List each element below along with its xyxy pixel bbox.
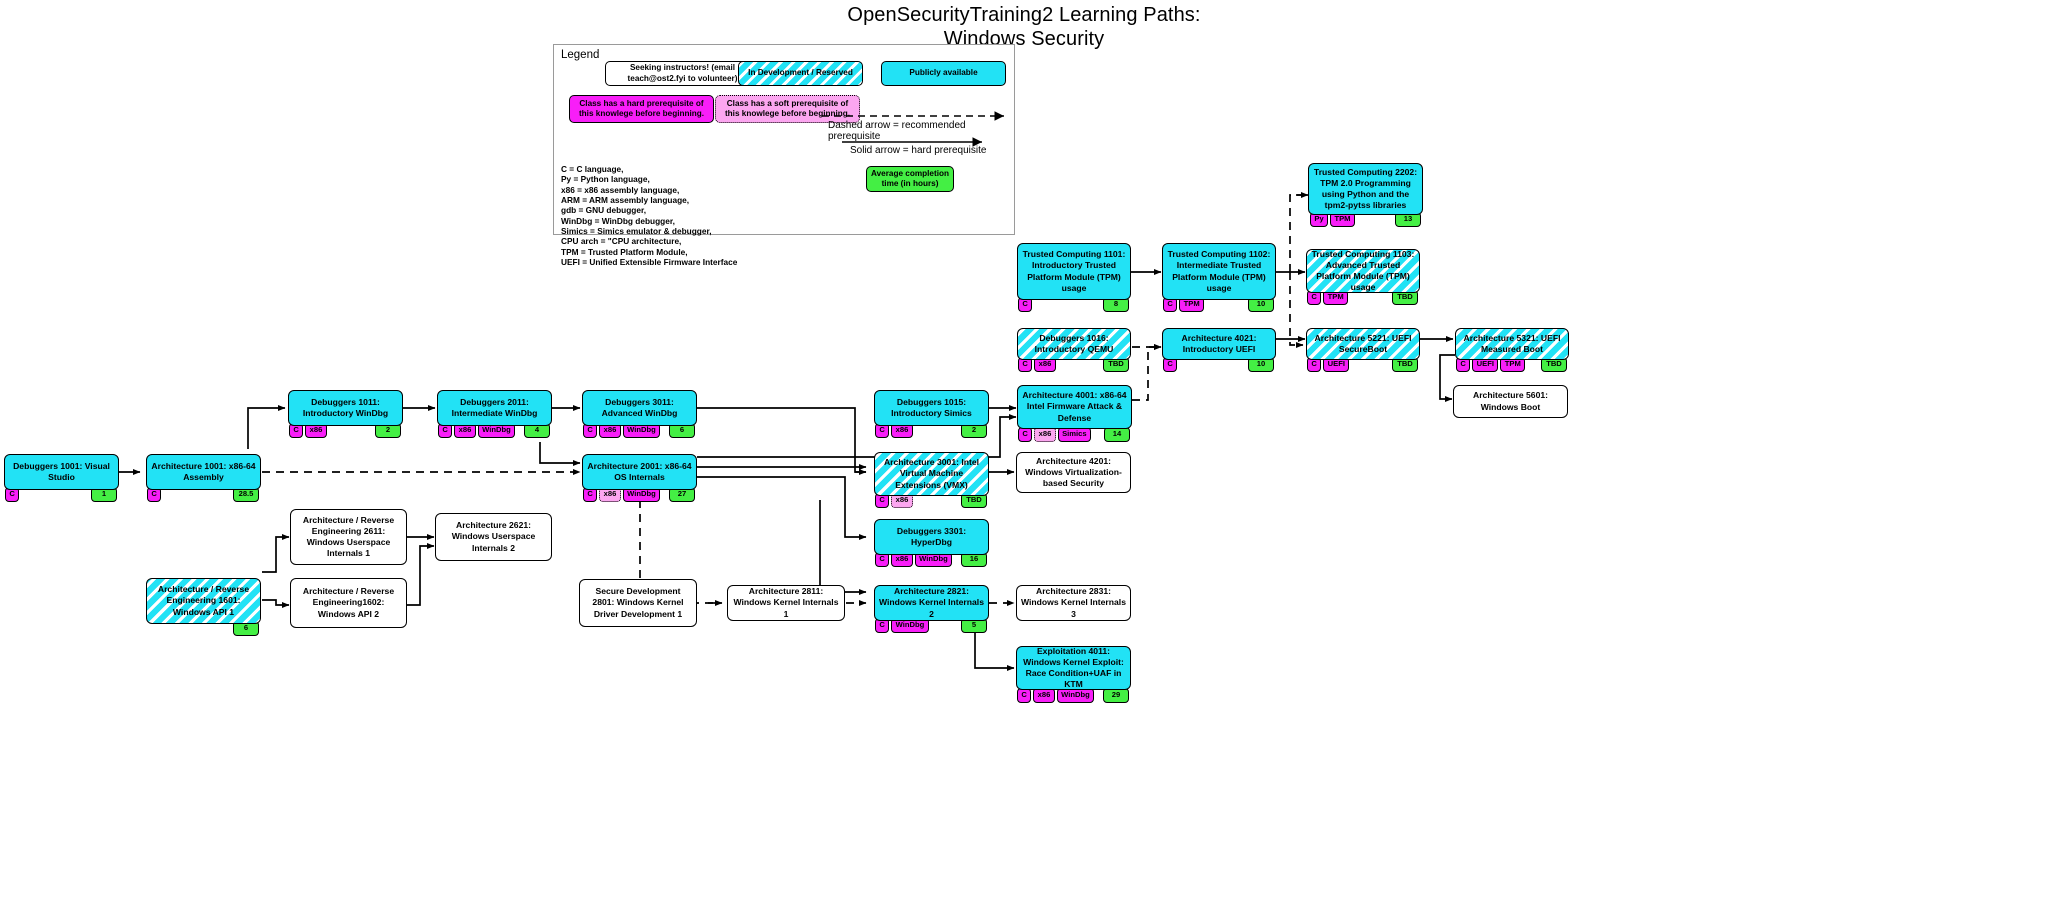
- node-architecture-5321[interactable]: Architecture 5321: UEFI Measured Boot: [1455, 328, 1569, 360]
- node-debuggers-3301[interactable]: Debuggers 3301: HyperDbg: [874, 519, 989, 555]
- tags-trusted-computing-1102: C TPM 10: [1163, 297, 1274, 312]
- node-trusted-computing-1102[interactable]: Trusted Computing 1102: Intermediate Tru…: [1162, 243, 1276, 300]
- tags-are-1601: 6: [147, 621, 259, 636]
- tag-tpm: TPM: [1500, 357, 1526, 372]
- tag-c: C: [875, 493, 890, 508]
- tags-trusted-computing-1101: C 8: [1018, 297, 1129, 312]
- node-architecture-5601[interactable]: Architecture 5601: Windows Boot: [1453, 385, 1568, 418]
- node-architecture-4001[interactable]: Architecture 4001: x86-64 Intel Firmware…: [1017, 385, 1132, 429]
- tags-architecture-4021: C 10: [1163, 357, 1274, 372]
- legend-solid-arrow-label: Solid arrow = hard prerequisite: [850, 145, 987, 156]
- hours-badge: 6: [233, 621, 259, 636]
- node-exploitation-4011[interactable]: Exploitation 4011: Windows Kernel Exploi…: [1016, 646, 1131, 690]
- node-architecture-5221[interactable]: Architecture 5221: UEFI SecureBoot: [1306, 328, 1420, 360]
- tags-trusted-computing-1103: C TPM TBD: [1307, 290, 1418, 305]
- node-are-2611[interactable]: Architecture / Reverse Engineering 2611:…: [290, 509, 407, 565]
- legend-heading: Legend: [561, 49, 600, 61]
- node-architecture-2001[interactable]: Architecture 2001: x86-64 OS Internals: [582, 454, 697, 490]
- hours-badge: TBD: [1541, 357, 1567, 372]
- legend-average-completion-time: Average completion time (in hours): [866, 166, 954, 192]
- tag-py: Py: [1310, 212, 1329, 227]
- node-are-1601[interactable]: Architecture / Reverse Engineering 1601:…: [146, 578, 261, 624]
- node-architecture-2621[interactable]: Architecture 2621: Windows Userspace Int…: [435, 513, 552, 561]
- tag-uefi: UEFI: [1323, 357, 1350, 372]
- legend-soft-prerequisite: Class has a soft prerequisite of this kn…: [715, 95, 860, 123]
- node-trusted-computing-2202[interactable]: Trusted Computing 2202: TPM 2.0 Programm…: [1308, 163, 1423, 215]
- tags-architecture-3001: C x86 TBD: [875, 493, 987, 508]
- hours-badge: 28.5: [233, 487, 259, 502]
- node-trusted-computing-1103[interactable]: Trusted Computing 1103: Advanced Trusted…: [1306, 249, 1420, 293]
- tags-exploitation-4011: C x86 WinDbg 29: [1017, 688, 1129, 703]
- node-secure-development-2801[interactable]: Secure Development 2801: Windows Kernel …: [579, 579, 697, 627]
- tag-tpm: TPM: [1323, 290, 1349, 305]
- legend-in-development: In Development / Reserved: [738, 61, 863, 86]
- tags-debuggers-1011: C x86 2: [289, 423, 401, 438]
- tag-uefi: UEFI: [1472, 357, 1499, 372]
- tags-debuggers-1016: C x86 TBD: [1018, 357, 1129, 372]
- tag-x86: x86: [891, 493, 913, 508]
- node-architecture-4201[interactable]: Architecture 4201: Windows Virtualizatio…: [1016, 452, 1131, 493]
- tags-architecture-5321: C UEFI TPM TBD: [1456, 357, 1567, 372]
- node-debuggers-1011[interactable]: Debuggers 1011: Introductory WinDbg: [288, 390, 403, 426]
- tag-simics: Simics: [1057, 427, 1091, 442]
- tag-c: C: [1018, 427, 1033, 442]
- tags-architecture-4001: C x86 Simics 14: [1018, 427, 1130, 442]
- node-debuggers-1015[interactable]: Debuggers 1015: Introductory Simics: [874, 390, 989, 426]
- node-debuggers-1001[interactable]: Debuggers 1001: Visual Studio: [4, 454, 119, 490]
- hours-badge: TBD: [961, 493, 987, 508]
- tag-x86: x86: [599, 487, 621, 502]
- tag-c: C: [1307, 357, 1322, 372]
- legend-arrow-key: [822, 111, 1004, 147]
- title-line-2: Windows Security: [943, 28, 1105, 50]
- node-architecture-2821[interactable]: Architecture 2821: Windows Kernel Intern…: [874, 585, 989, 621]
- tags-architecture-2001: C x86 WinDbg 27: [583, 487, 695, 502]
- node-architecture-3001[interactable]: Architecture 3001: Intel Virtual Machine…: [874, 452, 989, 496]
- hours-badge: TBD: [1392, 357, 1418, 372]
- page-title: OpenSecurityTraining2 Learning Paths: Wi…: [0, 3, 2048, 51]
- legend-publicly-available: Publicly available: [881, 61, 1006, 86]
- tags-debuggers-2011: C x86 WinDbg 4: [438, 423, 550, 438]
- legend-dashed-arrow-label: Dashed arrow = recommended prerequisite: [828, 120, 966, 142]
- legend-seeking-instructors: Seeking instructors! (email teach@ost2.f…: [605, 61, 760, 86]
- legend-abbreviations: C = C language, Py = Python language, x8…: [561, 164, 738, 268]
- legend-hard-prerequisite: Class has a hard prerequisite of this kn…: [569, 95, 714, 123]
- tag-x86: x86: [1034, 357, 1056, 372]
- node-architecture-4021[interactable]: Architecture 4021: Introductory UEFI: [1162, 328, 1276, 360]
- node-debuggers-1016[interactable]: Debuggers 1016: Introductory QEMU: [1017, 328, 1131, 360]
- node-debuggers-3011[interactable]: Debuggers 3011: Advanced WinDbg: [582, 390, 697, 426]
- tag-c: C: [1456, 357, 1471, 372]
- tag-c: C: [1163, 297, 1178, 312]
- node-are-1602[interactable]: Architecture / Reverse Engineering1602: …: [290, 578, 407, 628]
- tags-trusted-computing-2202: Py TPM 13: [1310, 212, 1421, 227]
- legend-panel: Legend Seeking instructors! (email teach…: [553, 44, 1015, 267]
- tag-x86: x86: [1034, 427, 1056, 442]
- title-line-1: OpenSecurityTraining2 Learning Paths:: [847, 4, 1201, 26]
- hours-badge: 14: [1104, 427, 1130, 442]
- node-architecture-2811[interactable]: Architecture 2811: Windows Kernel Intern…: [727, 585, 845, 621]
- node-trusted-computing-1101[interactable]: Trusted Computing 1101: Introductory Tru…: [1017, 243, 1131, 300]
- tag-c: C: [1018, 357, 1033, 372]
- node-debuggers-2011[interactable]: Debuggers 2011: Intermediate WinDbg: [437, 390, 552, 426]
- hours-badge: TBD: [1392, 290, 1418, 305]
- tags-architecture-5221: C UEFI TBD: [1307, 357, 1418, 372]
- node-architecture-2831[interactable]: Architecture 2831: Windows Kernel Intern…: [1016, 585, 1131, 621]
- node-architecture-1001[interactable]: Architecture 1001: x86-64 Assembly: [146, 454, 261, 490]
- tag-c: C: [1307, 290, 1322, 305]
- hours-badge: TBD: [1103, 357, 1129, 372]
